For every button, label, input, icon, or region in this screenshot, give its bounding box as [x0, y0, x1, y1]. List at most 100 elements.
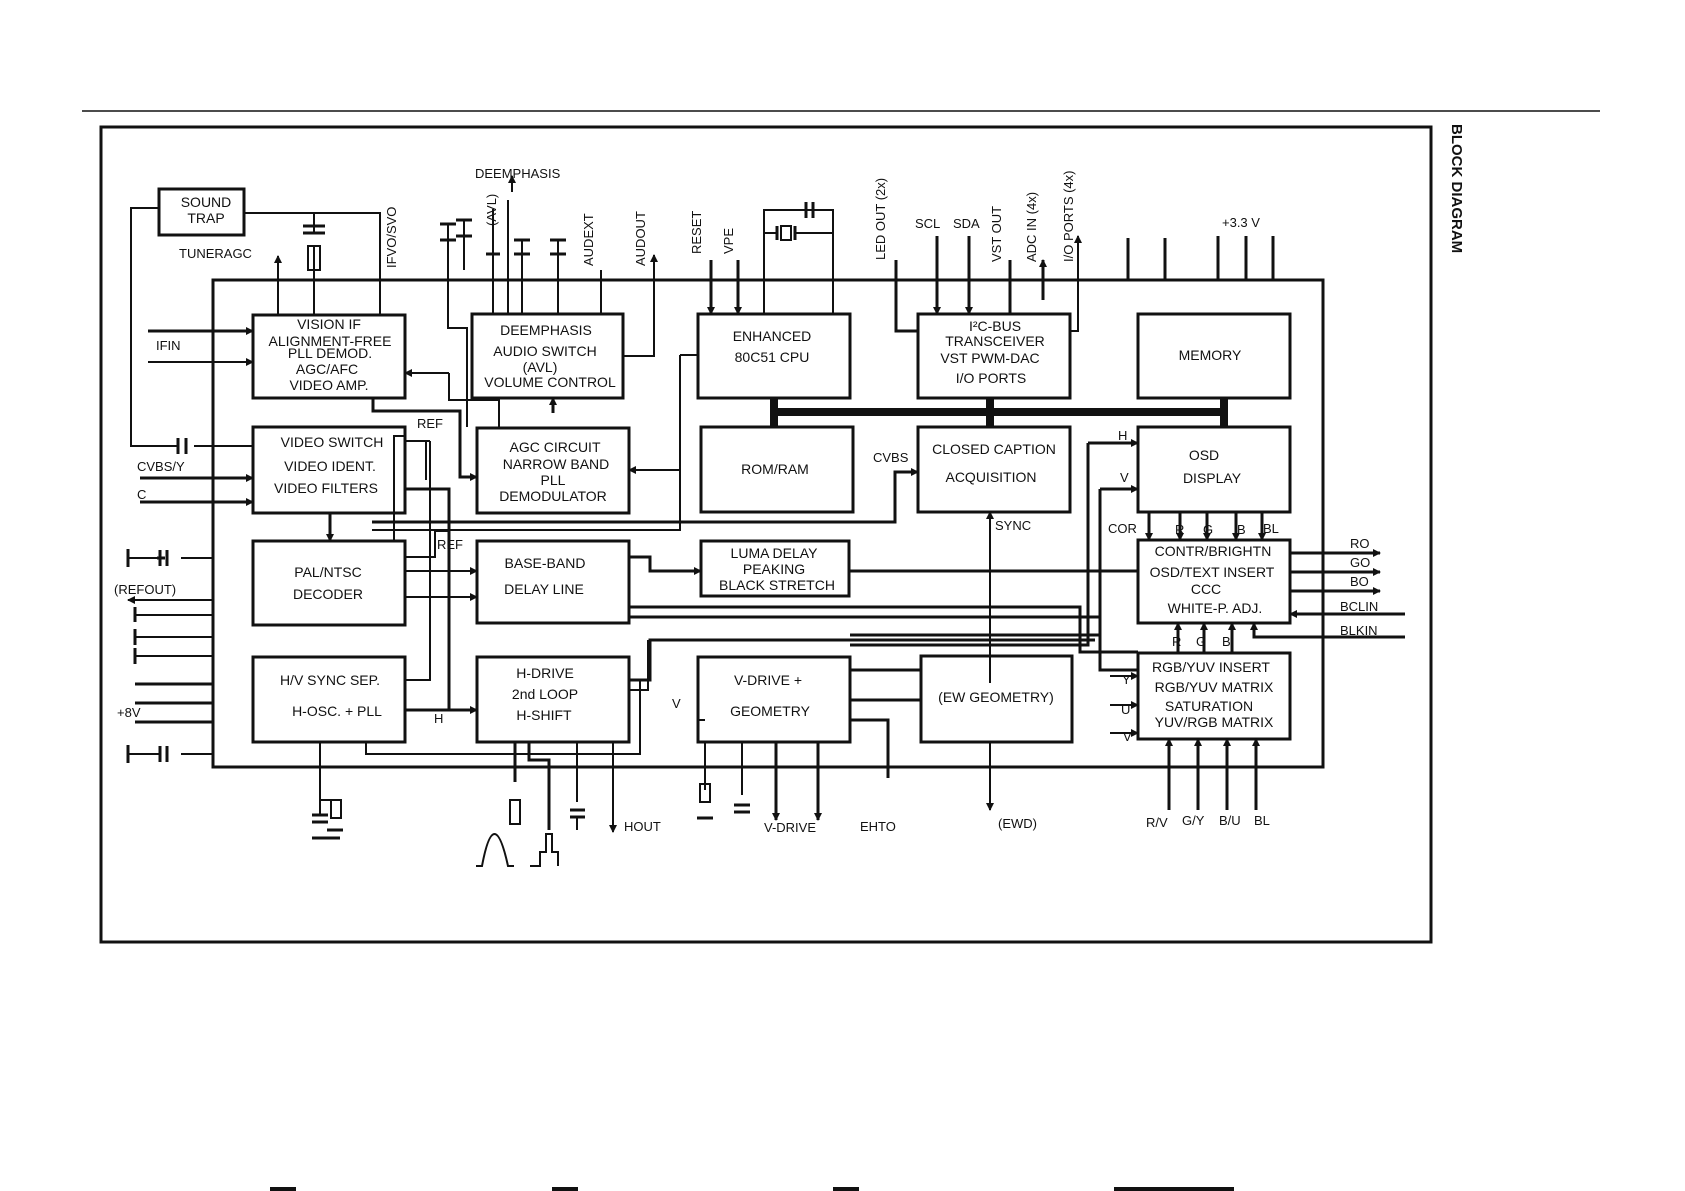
ew-geometry-line-1: (EW GEOMETRY)	[938, 689, 1054, 705]
base-band-block: BASE-BAND DELAY LINE	[475, 539, 631, 625]
vision-if-block: VISION IF ALIGNMENT-FREE PLL DEMOD. AGC/…	[251, 313, 407, 400]
label-g-bottom: G	[1196, 634, 1206, 649]
label-vpe: VPE	[721, 228, 736, 254]
label-bclin: BCLIN	[1340, 599, 1378, 614]
label-r-v: R/V	[1146, 815, 1168, 830]
data-bus	[770, 398, 1228, 427]
label-reset: RESET	[689, 211, 704, 254]
bottom-marks	[270, 1187, 1234, 1191]
label-bl: BL	[1254, 813, 1270, 828]
label-ref-1: REF	[417, 416, 443, 431]
label-ro: RO	[1350, 536, 1370, 551]
capacitors	[126, 202, 833, 840]
label-v-internal: V	[672, 696, 681, 711]
label-ifin: IFIN	[156, 338, 181, 353]
ew-geometry-block: (EW GEOMETRY)	[919, 654, 1074, 744]
sound-trap-line-1: SOUND	[181, 194, 232, 210]
label-ehto: EHTO	[860, 819, 896, 834]
cpu-line-2: 80C51 CPU	[735, 349, 810, 365]
base-band-line-1: BASE-BAND	[505, 555, 586, 571]
rom-ram-line-1: ROM/RAM	[741, 461, 809, 477]
video-switch-line-3: VIDEO FILTERS	[274, 480, 378, 496]
video-switch-block: VIDEO SWITCH VIDEO IDENT. VIDEO FILTERS	[251, 425, 407, 515]
h-drive-line-1: H-DRIVE	[516, 665, 574, 681]
label-blkin: BLKIN	[1340, 623, 1378, 638]
contr-line-3: CCC	[1191, 581, 1221, 597]
vision-if-line-1: VISION IF	[297, 316, 361, 332]
i2c-line-3: VST PWM-DAC	[940, 350, 1039, 366]
rgb-yuv-line-3: SATURATION	[1165, 698, 1253, 714]
vision-if-line-5: VIDEO AMP.	[289, 377, 368, 393]
label-h-internal: H	[434, 711, 443, 726]
label-audext: AUDEXT	[581, 213, 596, 266]
label-sda: SDA	[953, 216, 980, 231]
osd-line-1: OSD	[1189, 447, 1219, 463]
rgb-yuv-line-2: RGB/YUV MATRIX	[1155, 679, 1274, 695]
v-drive-line-2: GEOMETRY	[730, 703, 811, 719]
label-cvbs: CVBS	[873, 450, 909, 465]
label-v-drive: V-DRIVE	[764, 820, 816, 835]
label-tuneragc: TUNERAGC	[179, 246, 252, 261]
luma-delay-block: LUMA DELAY PEAKING BLACK STRETCH	[699, 539, 851, 598]
label-b-top: B	[1237, 522, 1246, 537]
hv-sync-line-1: H/V SYNC SEP.	[280, 672, 380, 688]
label-audout: AUDOUT	[633, 211, 648, 266]
label-hout: HOUT	[624, 819, 661, 834]
label-refout: (REFOUT)	[114, 582, 176, 597]
contr-line-1: CONTR/BRIGHTN	[1155, 543, 1272, 559]
luma-delay-line-3: BLACK STRETCH	[719, 577, 835, 593]
label-b-u: B/U	[1219, 813, 1241, 828]
signal-labels: TUNERAGC IFVO/SVO DEEMPHASIS (AVL) AUDEX…	[114, 166, 1378, 835]
label-h-osd: H	[1118, 428, 1127, 443]
contr-block: CONTR/BRIGHTN OSD/TEXT INSERT CCC WHITE-…	[1136, 538, 1292, 625]
label-v: V	[1123, 729, 1132, 744]
memory-block: MEMORY	[1136, 312, 1292, 400]
label-r-top: R	[1175, 522, 1184, 537]
agc-circuit-block: AGC CIRCUIT NARROW BAND PLL DEMODULATOR	[475, 426, 631, 515]
pal-ntsc-block: PAL/NTSC DECODER	[251, 539, 407, 627]
i2c-line-4: I/O PORTS	[956, 370, 1027, 386]
vision-if-line-2: ALIGNMENT-FREE	[269, 333, 392, 349]
pal-ntsc-line-1: PAL/NTSC	[294, 564, 361, 580]
closed-caption-block: CLOSED CAPTION ACQUISITION	[916, 425, 1072, 514]
vision-if-line-4: AGC/AFC	[296, 361, 358, 377]
cpu-line-1: ENHANCED	[733, 328, 812, 344]
osd-block: OSD DISPLAY	[1136, 425, 1292, 514]
label-vst-out: VST OUT	[989, 206, 1004, 262]
label-io-ports: I/O PORTS (4x)	[1061, 171, 1076, 263]
label-deemphasis: DEEMPHASIS	[475, 166, 561, 181]
label-led-out: LED OUT (2x)	[873, 178, 888, 260]
memory-line-1: MEMORY	[1179, 347, 1242, 363]
label-ref-2: REF	[437, 537, 463, 552]
deemphasis-line-2: AUDIO SWITCH	[493, 343, 596, 359]
label-ifvo-svo: IFVO/SVO	[384, 207, 399, 268]
label-g-y: G/Y	[1182, 813, 1205, 828]
label-b-bottom: B	[1222, 634, 1231, 649]
label-bl-top: BL	[1263, 521, 1279, 536]
label-adc-in: ADC IN (4x)	[1024, 192, 1039, 262]
label-plus-3v3: +3.3 V	[1222, 215, 1260, 230]
deemphasis-line-1: DEEMPHASIS	[500, 322, 592, 338]
label-cvbs-y: CVBS/Y	[137, 459, 185, 474]
wires	[127, 175, 1405, 833]
i2c-block: I²C-BUS TRANSCEIVER VST PWM-DAC I/O PORT…	[916, 312, 1072, 400]
closed-caption-line-2: ACQUISITION	[945, 469, 1036, 485]
label-scl: SCL	[915, 216, 940, 231]
ic-boundary	[211, 278, 1325, 769]
label-v-osd: V	[1120, 470, 1129, 485]
outer-frame	[99, 125, 1433, 944]
base-band-line-2: DELAY LINE	[504, 581, 584, 597]
luma-delay-line-2: PEAKING	[743, 561, 805, 577]
i2c-line-2: TRANSCEIVER	[945, 333, 1045, 349]
contr-line-4: WHITE-P. ADJ.	[1168, 600, 1263, 616]
rgb-yuv-block: RGB/YUV INSERT RGB/YUV MATRIX SATURATION…	[1136, 651, 1292, 741]
sound-trap-block: SOUND TRAP	[157, 187, 246, 237]
label-bo: BO	[1350, 574, 1369, 589]
closed-caption-line-1: CLOSED CAPTION	[932, 441, 1056, 457]
cpu-block: ENHANCED 80C51 CPU	[696, 312, 852, 400]
rgb-yuv-line-1: RGB/YUV INSERT	[1152, 659, 1270, 675]
i2c-line-1: I²C-BUS	[969, 318, 1021, 334]
agc-circuit-line-3: PLL	[541, 472, 566, 488]
label-c: C	[137, 487, 146, 502]
osd-line-2: DISPLAY	[1183, 470, 1242, 486]
